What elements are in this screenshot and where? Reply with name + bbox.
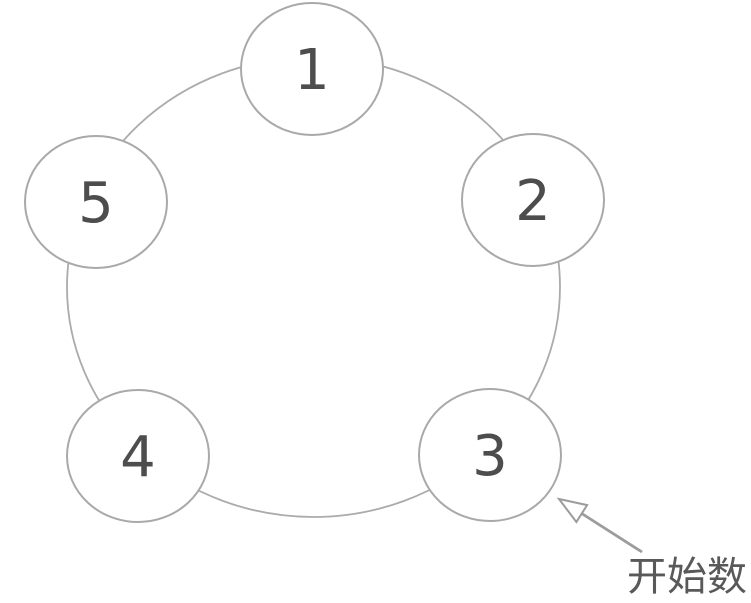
node-4: 4 — [66, 389, 210, 523]
node-label-1: 1 — [294, 38, 330, 103]
node-circle-1 — [240, 2, 384, 136]
node-5: 5 — [24, 135, 168, 269]
node-label-3: 3 — [472, 424, 508, 489]
node-1: 1 — [240, 2, 384, 136]
node-label-5: 5 — [78, 171, 114, 236]
node-circle-4 — [66, 389, 210, 523]
start-arrow-shaft — [577, 510, 643, 554]
node-label-2: 2 — [515, 169, 551, 234]
node-2: 2 — [461, 133, 605, 267]
node-label-4: 4 — [120, 425, 156, 490]
start-pointer — [556, 497, 643, 554]
node-circle-3 — [418, 388, 562, 522]
node-3: 3 — [418, 388, 562, 522]
node-circle-5 — [24, 135, 168, 269]
start-arrow-head — [556, 497, 589, 524]
node-circle-2 — [461, 133, 605, 267]
start-label: 开始数 — [627, 554, 747, 600]
